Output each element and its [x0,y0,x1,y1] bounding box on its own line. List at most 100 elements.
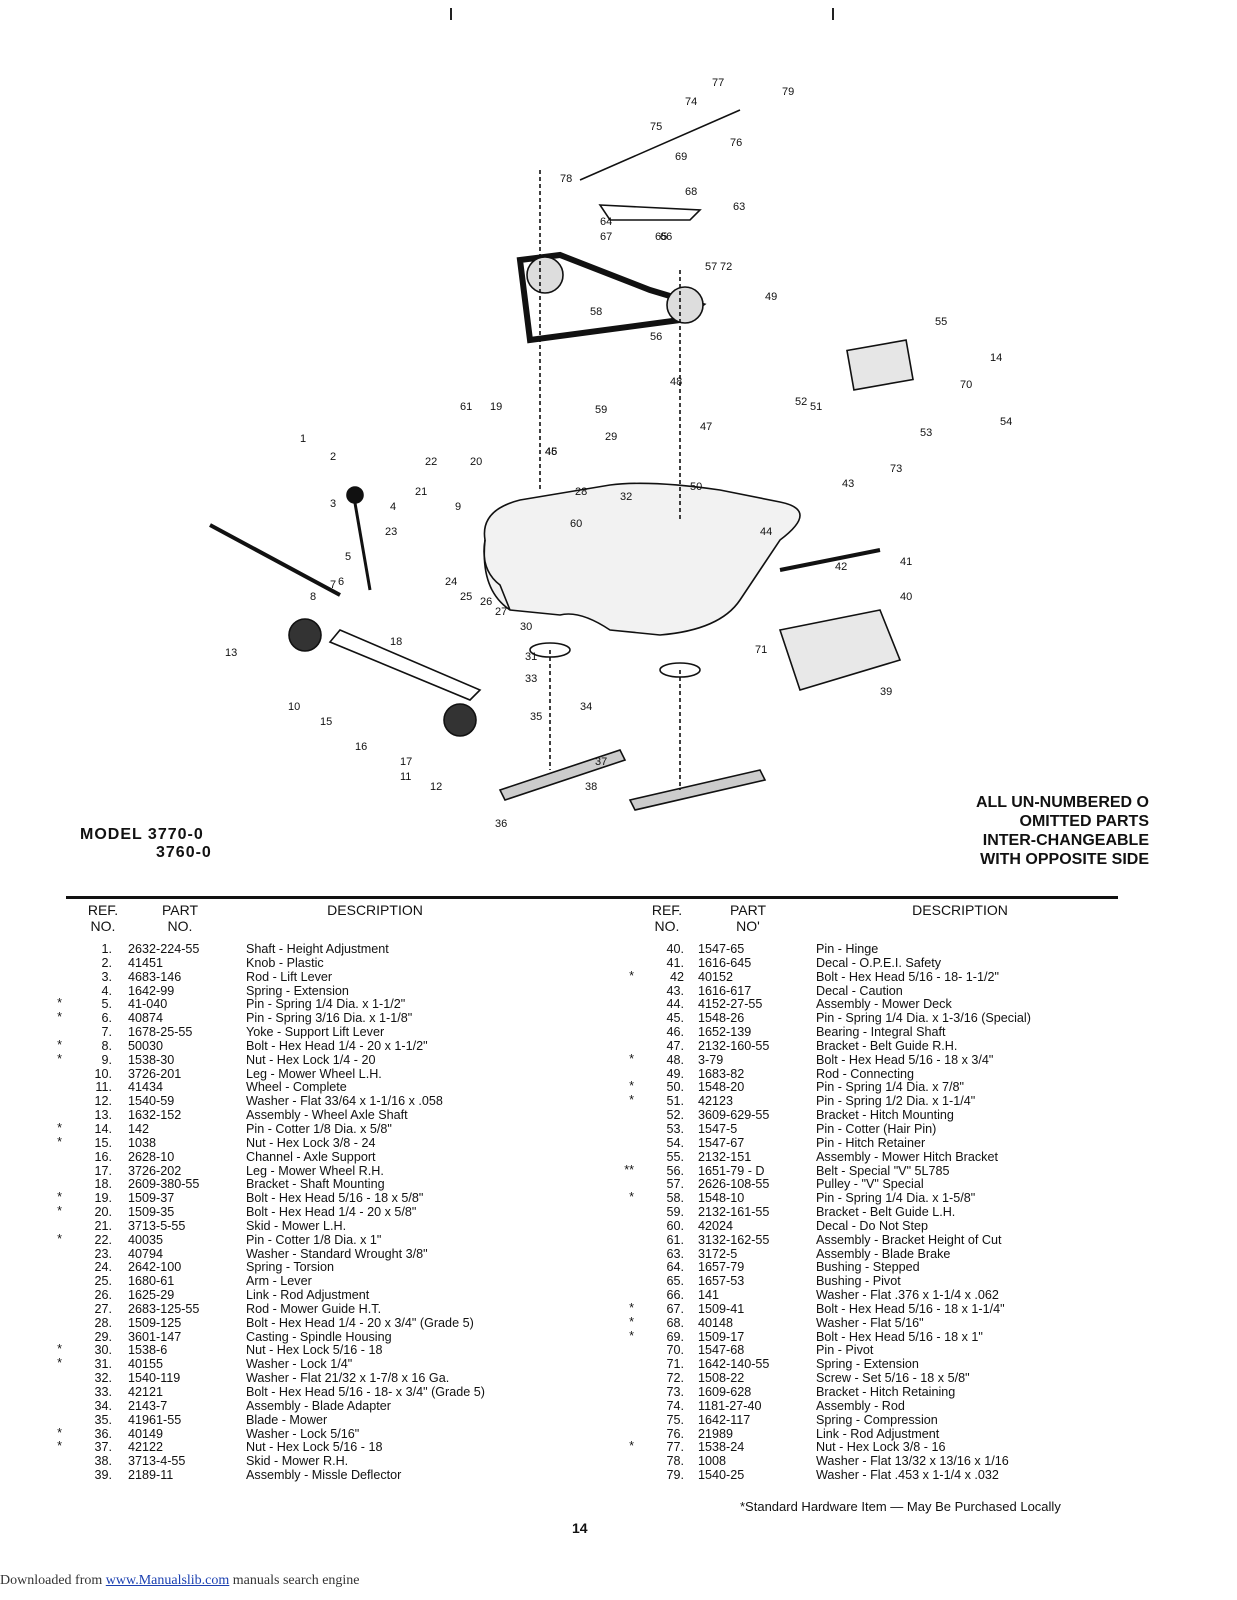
cell-star: * [629,1328,634,1343]
callout-number: 66 [660,231,672,243]
cell-desc: Bolt - Hex Head 1/4 - 20 x 5/8" [246,1205,417,1220]
callout-number: 33 [525,673,537,685]
cell-desc: Bolt - Hex Head 5/16 - 18- x 3/4" (Grade… [246,1385,485,1399]
cell-part: 1509-125 [128,1315,182,1330]
cell-part: 1642-117 [698,1412,751,1427]
callout-number: 40 [900,591,912,603]
callout-number: 57 [705,261,717,273]
cell-desc: Wheel - Complete [246,1080,347,1095]
callout-number: 22 [425,456,437,468]
cell-star: * [57,996,62,1011]
cell-ref: 45. [666,1011,684,1026]
cell-ref: 72. [666,1371,684,1386]
cell-part: 1008 [698,1454,727,1469]
cell-desc: Casting - Spindle Housing [246,1329,392,1344]
note-line: WITH OPPOSITE SIDE [980,851,1149,868]
cell-part: 1547-5 [698,1121,738,1136]
cell-star: * [57,1037,62,1052]
callout-number: 26 [480,596,492,608]
cell-desc: Washer - Flat .453 x 1-1/4 x .032 [816,1468,999,1483]
cell-star: * [629,1314,634,1329]
cell-part: 1509-37 [128,1191,175,1206]
cell-desc: Rod - Lift Lever [246,969,333,984]
cell-desc: Washer - Flat .376 x 1-1/4 x .062 [816,1288,999,1303]
callout-number: 48 [670,376,682,388]
cell-ref: 63. [666,1246,684,1261]
brake-bracket [598,204,702,221]
cell-ref: 67. [666,1301,684,1316]
cell-star: * [629,1439,634,1454]
callout-number: 8 [310,591,316,603]
callout-number: 12 [430,781,442,793]
cell-desc: Pin - Cotter (Hair Pin) [816,1121,937,1136]
cell-part: 21989 [698,1426,734,1441]
page-number: 14 [572,1520,588,1536]
callout-number: 78 [560,173,572,185]
note-line: INTER-CHANGEABLE [982,832,1149,849]
cell-desc: Washer - Flat 13/32 x 13/16 x 1/16 [816,1454,1009,1469]
cell-desc: Bushing - Stepped [816,1260,920,1275]
header-desc-left: DESCRIPTION [310,902,440,918]
callout-number: 38 [585,781,597,793]
cell-desc: Assembly - Bracket Height of Cut [816,1232,1002,1247]
cell-desc: Washer - Lock 1/4" [246,1357,353,1372]
cell-desc: Assembly - Mower Deck [816,997,952,1012]
callout-number: 74 [685,96,697,108]
cell-part: 141 [698,1288,720,1303]
cell-part: 2626-108-55 [698,1177,770,1192]
cell-desc: Bolt - Hex Head 1/4 - 20 x 1-1/2" [246,1038,428,1053]
cell-desc: Nut - Hex Lock 3/8 - 24 [246,1135,376,1150]
cell-ref: 41. [666,955,684,970]
callout-number: 15 [320,716,332,728]
download-suffix: manuals search engine [229,1573,360,1588]
callout-number: 76 [730,137,742,149]
cell-part: 2683-125-55 [128,1301,200,1316]
header-text: NO. [90,918,116,934]
cell-part: 1508-22 [698,1371,745,1386]
cell-part: 1181-27-40 [698,1398,762,1413]
cell-desc: Bracket - Shaft Mounting [246,1177,385,1192]
callout-number: 47 [700,421,712,433]
scan-mark [832,8,834,20]
cell-ref: 5. [101,997,112,1012]
cell-desc: Pin - Pivot [816,1343,874,1358]
cell-desc: Nut - Hex Lock 3/8 - 16 [816,1440,946,1455]
header-text: PART [161,902,199,918]
footnote: *Standard Hardware Item — May Be Purchas… [740,1499,1061,1514]
cell-desc: Bolt - Hex Head 5/16 - 18 x 1-1/4" [816,1301,1005,1316]
cell-part: 1538-30 [128,1052,175,1067]
manualslib-link[interactable]: www.Manualslib.com [105,1573,230,1588]
cell-ref: 51. [666,1094,684,1109]
cell-ref: 3. [101,969,112,984]
cell-desc: Bracket - Hitch Mounting [816,1108,954,1123]
cell-desc: Bolt - Hex Head 5/16 - 18 x 5/8" [246,1191,424,1206]
wheel-left [288,618,322,652]
cell-desc: Pin - Hitch Retainer [816,1135,926,1150]
cell-desc: Washer - Flat 21/32 x 1-7/8 x 16 Ga. [246,1371,450,1386]
cell-ref: 49. [666,1066,684,1081]
cell-star: * [57,1134,62,1149]
mower-deck [483,482,801,636]
callout-number: 63 [733,201,745,213]
cell-desc: Leg - Mower Wheel L.H. [246,1066,382,1081]
callout-number: 28 [575,486,587,498]
callout-number: 17 [400,756,412,768]
